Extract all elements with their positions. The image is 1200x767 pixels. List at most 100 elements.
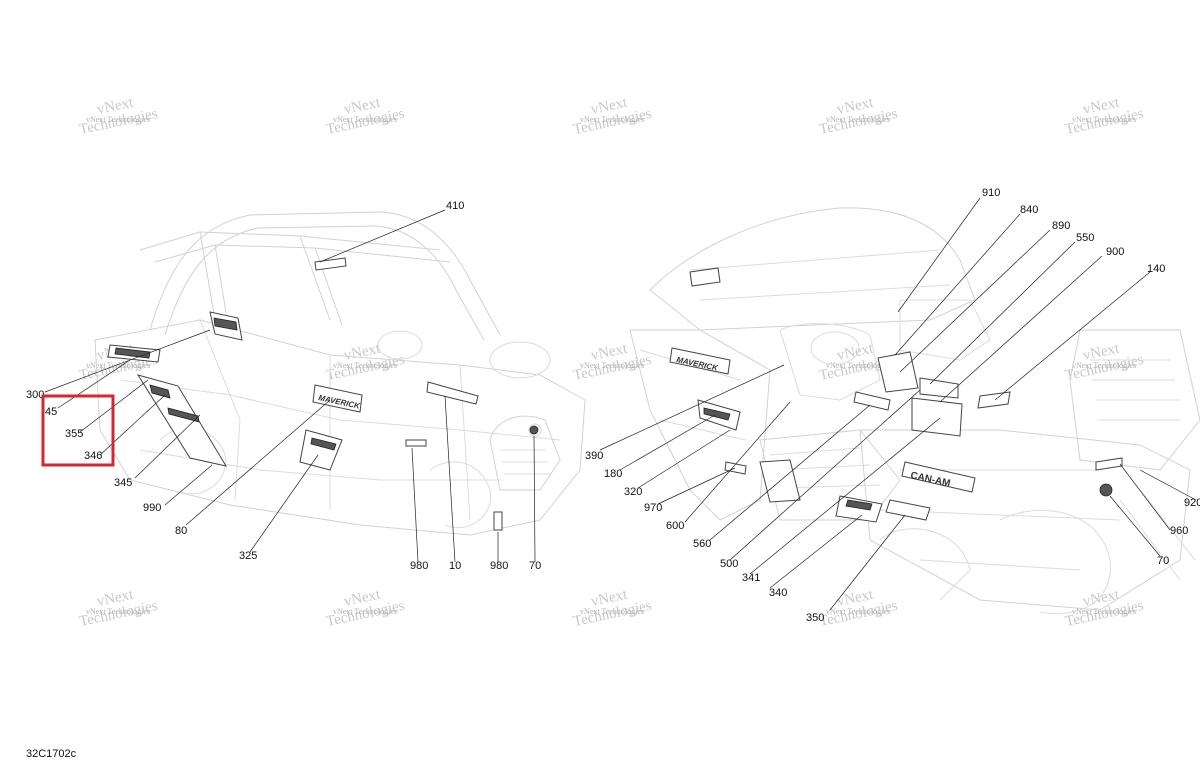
callout-10: 10 xyxy=(449,560,461,572)
callout-325: 325 xyxy=(239,550,257,562)
diagram-code: 32C1702c xyxy=(26,748,77,760)
callout-300: 300 xyxy=(26,389,44,401)
left-vehicle-decals: MAVERICK xyxy=(107,257,539,531)
callout-45: 45 xyxy=(45,406,57,418)
decal-lower-side xyxy=(724,461,747,475)
callout-341: 341 xyxy=(742,572,760,584)
callout-70-left: 70 xyxy=(529,560,541,572)
decal-console xyxy=(853,391,891,411)
callout-labels: 410 300 45 355 346 345 990 80 325 980 10… xyxy=(26,187,1200,624)
decal-hood-left xyxy=(835,495,883,523)
decal-side-panel-graphic xyxy=(149,384,200,423)
watermark-line1: vNext xyxy=(342,94,382,117)
callout-340: 340 xyxy=(769,587,787,599)
callout-910: 910 xyxy=(982,187,1000,199)
callout-980-b: 980 xyxy=(490,560,508,572)
decal-roof-side xyxy=(689,267,721,287)
left-vehicle-outline xyxy=(94,211,586,536)
decal-rear-side-graphic xyxy=(703,407,731,421)
callout-410: 410 xyxy=(446,200,464,212)
decal-warning-tag xyxy=(493,511,503,531)
watermark-caption: vNext Technologies xyxy=(86,115,150,124)
callout-840: 840 xyxy=(1020,204,1038,216)
callout-346: 346 xyxy=(84,450,102,462)
decal-front-upper xyxy=(977,391,1011,409)
watermark-caption: vNext Technologies xyxy=(580,607,644,616)
callout-980-a: 980 xyxy=(410,560,428,572)
right-vehicle-outline xyxy=(629,207,1200,615)
watermark-caption: vNext Technologies xyxy=(826,361,890,370)
callout-345: 345 xyxy=(114,477,132,489)
right-vehicle-decals: MAVERICK CAN-AM xyxy=(669,267,1123,523)
callout-140: 140 xyxy=(1147,263,1165,275)
left-leader-lines xyxy=(44,209,536,563)
watermark-caption: vNext Technologies xyxy=(86,361,150,370)
callout-80: 80 xyxy=(175,525,187,537)
callout-320: 320 xyxy=(624,486,642,498)
watermark-caption: vNext Technologies xyxy=(333,361,397,370)
decal-front-tag xyxy=(1095,457,1123,471)
decal-warning-small xyxy=(405,439,427,447)
watermark-line1: vNext xyxy=(835,340,875,363)
watermark-caption: vNext Technologies xyxy=(333,115,397,124)
watermark-caption: vNext Technologies xyxy=(826,607,890,616)
decal-dash-panel xyxy=(911,397,963,437)
decal-model-name xyxy=(312,384,363,413)
decal-hood-left-graphic xyxy=(845,499,873,511)
callout-900: 900 xyxy=(1106,246,1124,258)
callout-350: 350 xyxy=(806,612,824,624)
callout-highlight-box xyxy=(41,394,115,467)
callout-560: 560 xyxy=(693,538,711,550)
callout-890: 890 xyxy=(1052,220,1070,232)
watermark-line1: vNext xyxy=(342,586,382,609)
watermark-caption: vNext Technologies xyxy=(1072,361,1136,370)
watermark-caption: vNext Technologies xyxy=(580,361,644,370)
watermark-line1: vNext xyxy=(835,586,875,609)
watermark-caption: vNext Technologies xyxy=(580,115,644,124)
decal-dash-top xyxy=(919,377,959,399)
watermark-caption: vNext Technologies xyxy=(1072,607,1136,616)
watermark-line1: vNext xyxy=(1081,340,1121,363)
watermark-line1: vNext xyxy=(835,94,875,117)
callout-500: 500 xyxy=(720,558,738,570)
decal-hood-front xyxy=(426,381,479,405)
callout-70-right: 70 xyxy=(1157,555,1169,567)
decal-logo-round-right xyxy=(1099,483,1113,497)
watermark-caption: vNext Technologies xyxy=(1072,115,1136,124)
watermark-line1: vNext xyxy=(95,586,135,609)
callout-970: 970 xyxy=(644,502,662,514)
watermark-caption: vNext Technologies xyxy=(86,607,150,616)
watermark-caption: vNext Technologies xyxy=(333,607,397,616)
decal-side-panel xyxy=(136,374,228,467)
watermark-line1: vNext xyxy=(1081,94,1121,117)
callout-355: 355 xyxy=(65,428,83,440)
decal-brand-hood xyxy=(901,461,976,493)
callout-390: 390 xyxy=(585,450,603,462)
decal-door-upper-graphic xyxy=(213,317,238,331)
decal-model-name-right xyxy=(669,347,731,375)
callout-550: 550 xyxy=(1076,232,1094,244)
callout-960: 960 xyxy=(1170,525,1188,537)
watermark-line1: vNext xyxy=(589,340,629,363)
callout-600: 600 xyxy=(666,520,684,532)
callout-180: 180 xyxy=(604,468,622,480)
decal-hood-side-graphic xyxy=(310,437,337,451)
watermark-line1: vNext xyxy=(589,94,629,117)
decal-hood-side xyxy=(299,429,343,471)
watermark-line1: vNext xyxy=(589,586,629,609)
watermark-line1: vNext xyxy=(95,94,135,117)
decal-dash-left xyxy=(877,351,919,393)
